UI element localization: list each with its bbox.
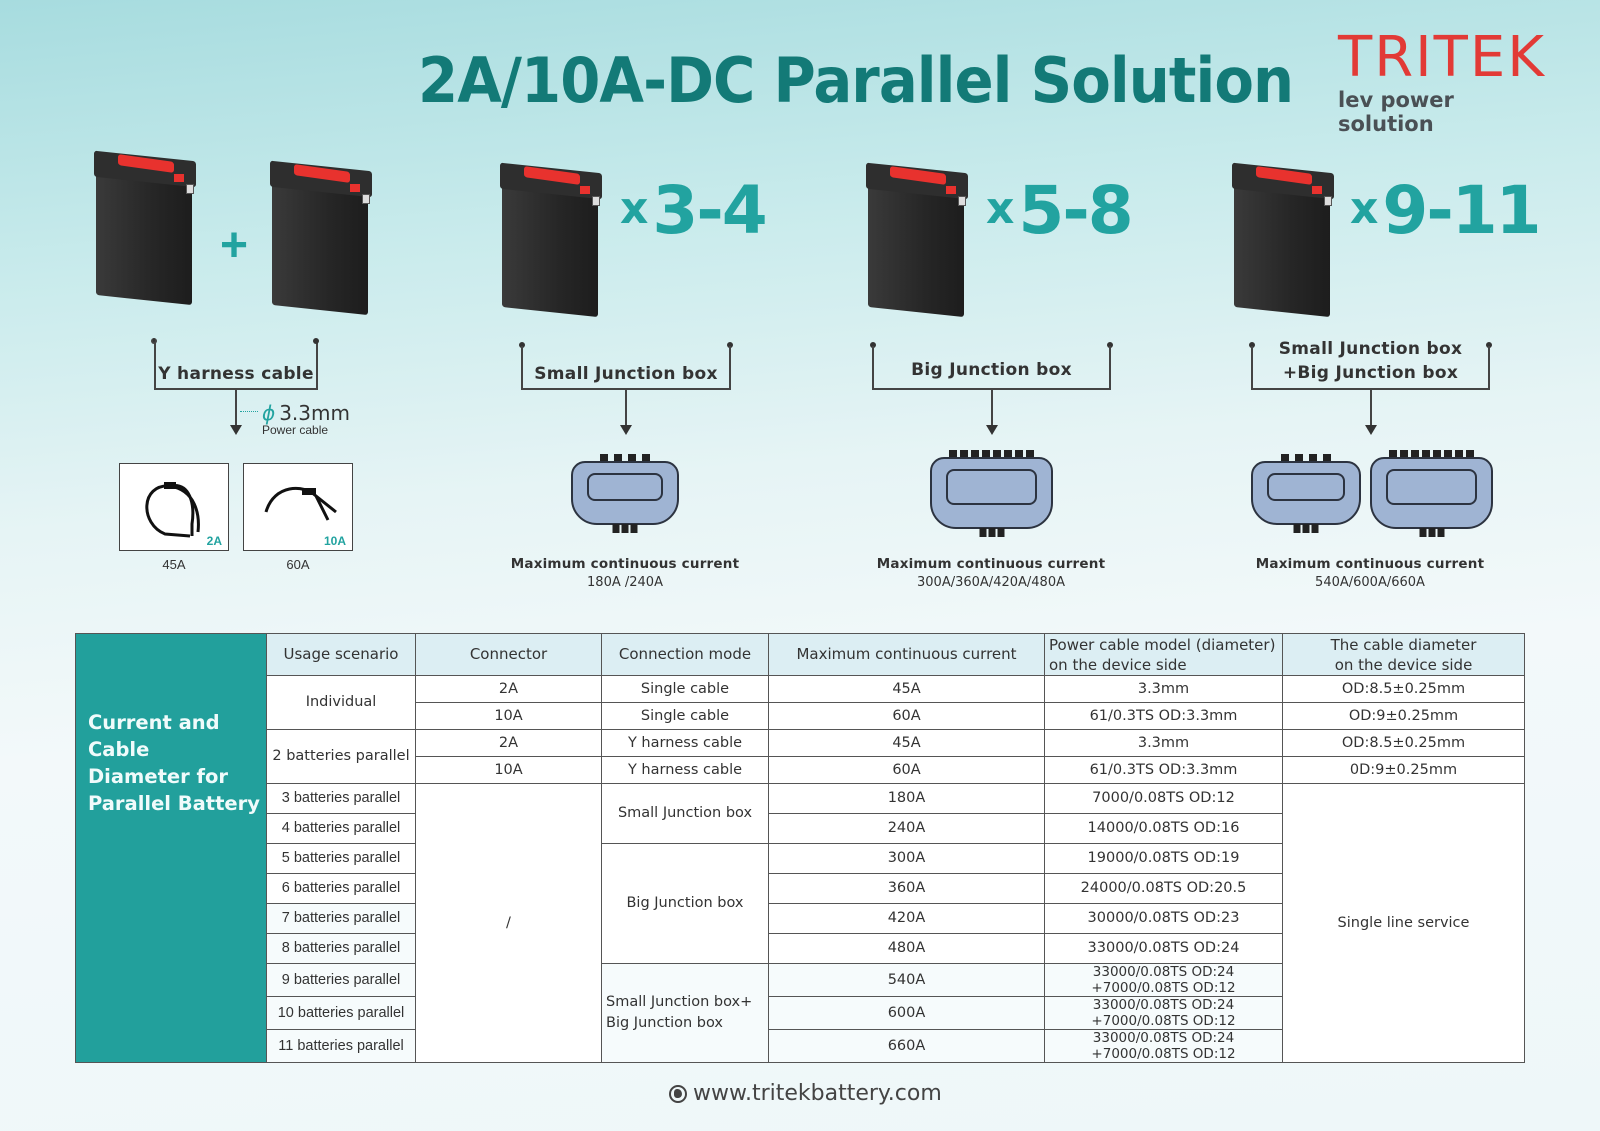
cable-current-2a: 45A [162, 557, 186, 572]
table-row: 5 batteries parallel Big Junction box 30… [76, 843, 1525, 964]
big-junction-box-label: Big Junction box [911, 360, 1072, 380]
table-row: 3 batteries parallel / Small Junction bo… [76, 783, 1525, 1063]
logo-tagline: lev power solution [1338, 88, 1454, 136]
header-connector: Connector [415, 633, 602, 676]
diameter-symbol-icon: ϕ [262, 401, 276, 425]
website-url[interactable]: www.tritekbattery.com [693, 1081, 942, 1106]
battery-image [1230, 162, 1334, 318]
table-row: 10A Y harness cable 60A 61/0.3TS OD:3.3m… [76, 756, 1525, 784]
big-junction-box-icon [930, 450, 1053, 537]
website-link[interactable]: www.tritekbattery.com [669, 1081, 942, 1106]
battery-image [864, 162, 968, 318]
small-junction-box-icon [1251, 454, 1361, 533]
multiplier-3-4: x3-4 [620, 172, 768, 249]
y-harness-label: Y harness cable [158, 364, 314, 384]
tritek-logo: TRITEK lev power solution [1338, 25, 1546, 137]
cable-image-2a: 2A [119, 463, 229, 551]
globe-icon [669, 1084, 687, 1103]
page-title: 2A/10A-DC Parallel Solution [418, 44, 1294, 117]
small-junction-box-icon [571, 454, 679, 533]
battery-image [92, 150, 196, 306]
header-connection-mode: Connection mode [601, 633, 769, 676]
cable-image-10a: 10A [243, 463, 353, 551]
battery-image [268, 160, 372, 316]
cable-current-10a: 60A [286, 557, 310, 572]
table-row: 7 batteries parallel 420A 30000/0.08TS O… [76, 903, 1525, 934]
table-row: 9 batteries parallel Small Junction box+… [76, 963, 1525, 1063]
table-row: 2 batteries parallel 2A Y harness cable … [76, 729, 1525, 784]
plus-icon: + [220, 219, 249, 272]
big-junction-box-icon [1370, 450, 1493, 537]
header-power-cable-model: Power cable model (diameter)on the devic… [1044, 633, 1283, 676]
header-usage-scenario: Usage scenario [266, 633, 416, 676]
arrow-down-icon [620, 425, 632, 435]
table-row: 11 batteries parallel 660A 33000/0.08TS … [76, 1029, 1525, 1063]
header-max-current: Maximum continuous current [768, 633, 1045, 676]
arrow-down-icon [986, 425, 998, 435]
multiplier-5-8: x5-8 [986, 172, 1134, 249]
arrow-down-icon [1365, 425, 1377, 435]
table-row: Individual 2A Single cable 45A 3.3mm OD:… [76, 675, 1525, 730]
table-row: 6 batteries parallel 360A 24000/0.08TS O… [76, 873, 1525, 904]
combo-junction-box-label: Small Junction box+Big Junction box [1278, 339, 1463, 383]
table-row: 8 batteries parallel 480A 33000/0.08TS O… [76, 933, 1525, 964]
small-junction-box-label: Small Junction box [534, 364, 718, 384]
battery-image [498, 162, 602, 318]
arrow-down-icon [230, 425, 242, 435]
multiplier-9-11: x9-11 [1350, 172, 1542, 249]
logo-brand: TRITEK [1338, 25, 1546, 90]
